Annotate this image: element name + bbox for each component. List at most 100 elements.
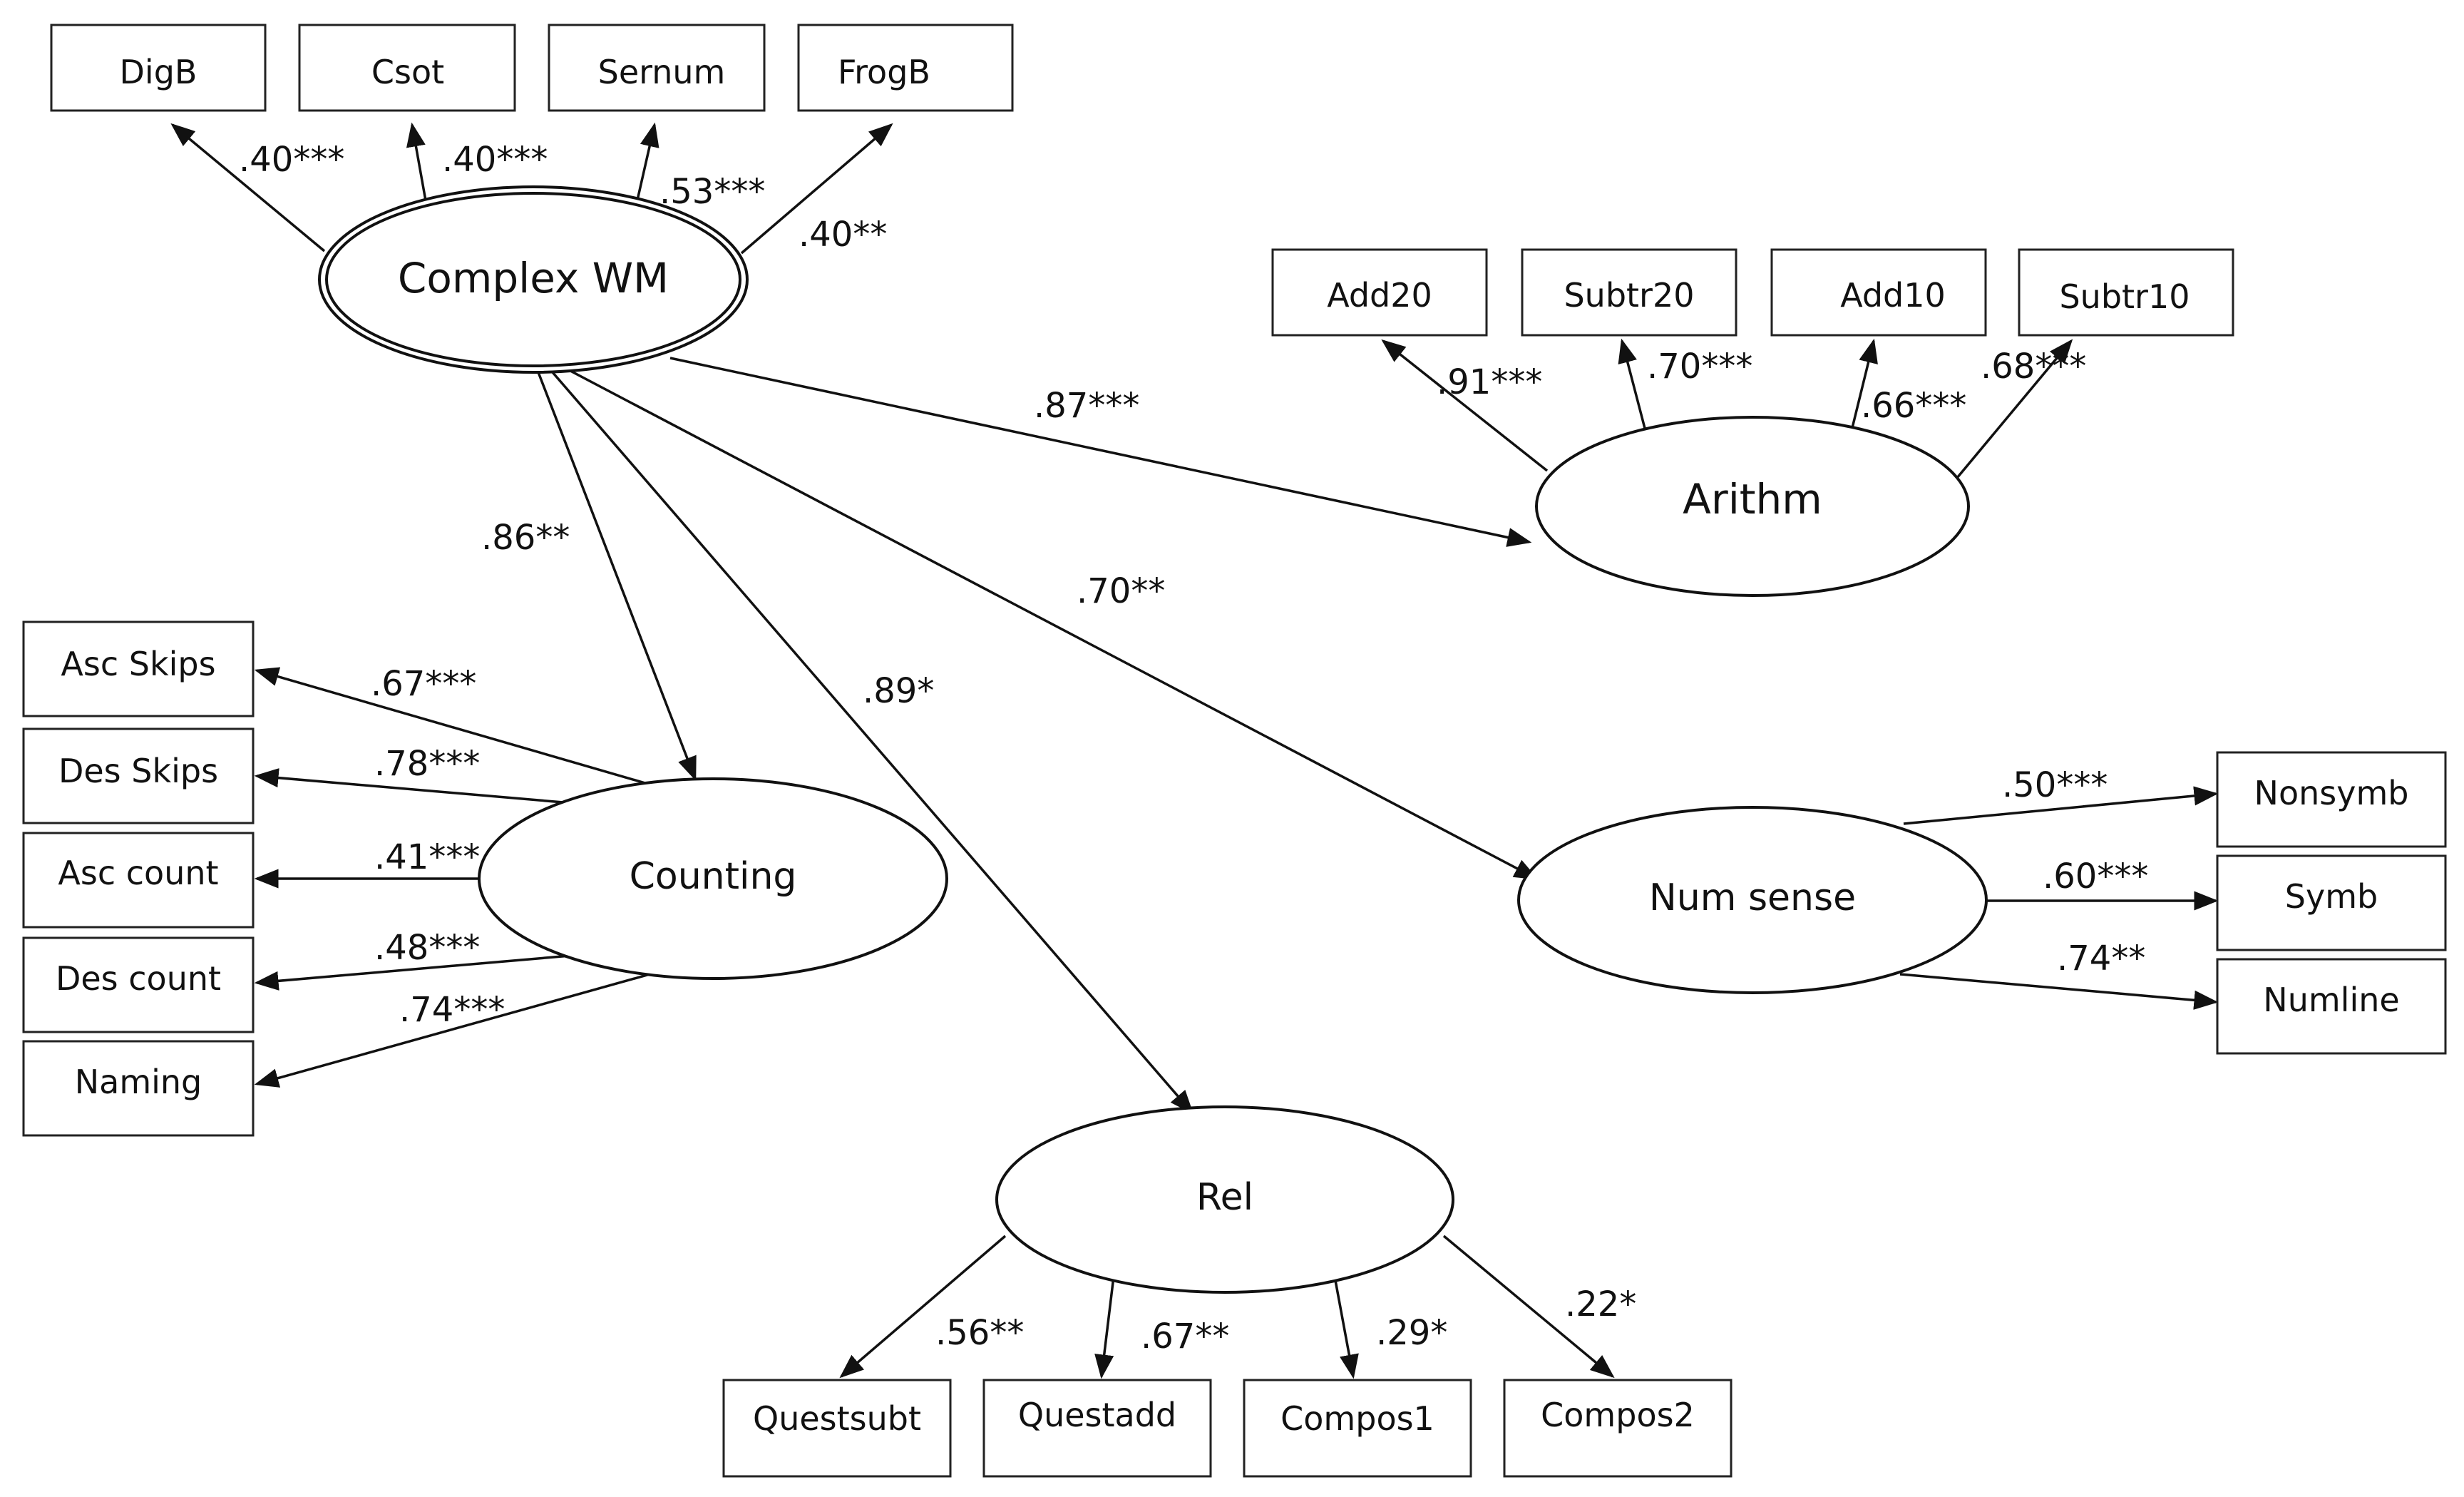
coef-rel-compos1: .29* — [1376, 1313, 1447, 1353]
arrow-rel-questadd — [1094, 1276, 1115, 1379]
label-digb: DigB — [120, 53, 197, 91]
arrow-numsense-numline — [1899, 973, 2219, 1010]
box-questsubt: Questsubt — [722, 1379, 952, 1478]
arrow-numsense-nonsymb — [1903, 786, 2219, 825]
coef-counting-asc-count: .41*** — [374, 837, 480, 877]
coef-arithm-add20: .91*** — [1437, 362, 1542, 402]
arrow-counting-asc-skips — [254, 667, 646, 785]
label-nonsymb: Nonsymb — [2254, 774, 2409, 812]
box-asc-skips: Asc Skips — [22, 620, 255, 717]
arrow-arithm-add10 — [1849, 338, 1878, 437]
box-des-skips: Des Skips — [22, 727, 255, 824]
box-compos1: Compos1 — [1243, 1379, 1472, 1478]
arrow-counting-des-count — [254, 954, 571, 991]
box-asc-count: Asc count — [22, 832, 255, 929]
label-add20: Add20 — [1327, 276, 1432, 315]
latent-rel: Rel — [995, 1105, 1454, 1294]
coef-wm-csot: .40*** — [442, 140, 548, 180]
box-csot: Csot — [298, 24, 516, 112]
label-symb: Symb — [2285, 877, 2378, 916]
box-des-count: Des count — [22, 936, 255, 1033]
box-add20: Add20 — [1271, 248, 1488, 337]
coef-numsense-numline: .74** — [2057, 939, 2145, 979]
arrow-wm-counting — [537, 372, 697, 782]
label-asc-skips: Asc Skips — [61, 645, 215, 683]
coef-wm-rel: .89* — [863, 671, 934, 711]
label-sernum: Sernum — [598, 53, 726, 91]
box-frogb: FrogB — [797, 24, 1014, 112]
arrow-arithm-subtr20 — [1618, 338, 1648, 437]
arrow-rel-compos2 — [1442, 1235, 1615, 1379]
box-sernum: Sernum — [548, 24, 766, 112]
arrow-wm-arithm — [669, 357, 1532, 547]
box-naming: Naming — [22, 1040, 255, 1137]
latent-arithm: Arithm — [1535, 416, 1970, 597]
box-subtr10: Subtr10 — [2018, 248, 2234, 337]
coef-counting-des-skips: .78*** — [374, 744, 480, 784]
coef-arithm-add10: .66*** — [1861, 386, 1966, 426]
arrow-counting-des-skips — [254, 768, 564, 804]
latent-counting: Counting — [478, 777, 948, 980]
arrow-rel-compos1 — [1333, 1276, 1359, 1379]
latent-num-sense: Num sense — [1517, 806, 1988, 994]
box-questadd: Questadd — [982, 1379, 1212, 1478]
box-add10: Add10 — [1770, 248, 1987, 337]
label-frogb: FrogB — [838, 53, 930, 91]
box-nonsymb: Nonsymb — [2216, 751, 2447, 848]
coef-wm-numsense: .70** — [1077, 571, 1165, 611]
label-num-sense: Num sense — [1649, 877, 1856, 919]
label-add10: Add10 — [1840, 276, 1946, 315]
coef-wm-digb: .40*** — [239, 140, 344, 180]
coef-wm-sernum: .53*** — [659, 172, 765, 212]
arrow-counting-naming — [254, 972, 653, 1088]
arrow-rel-questsubt — [839, 1235, 1007, 1379]
coef-arithm-subtr20: .70*** — [1647, 347, 1752, 387]
coef-counting-des-count: .48*** — [374, 928, 480, 968]
coef-wm-arithm: .87*** — [1034, 386, 1139, 426]
box-compos2: Compos2 — [1503, 1379, 1732, 1478]
label-rel: Rel — [1196, 1176, 1253, 1219]
coef-counting-asc-skips: .67*** — [371, 664, 476, 704]
coef-wm-frogb: .40** — [799, 215, 887, 255]
coef-numsense-symb: .60*** — [2043, 857, 2148, 896]
arrow-arithm-add20 — [1381, 339, 1549, 472]
latent-complex-wm: Complex WM — [318, 185, 749, 374]
arrow-wm-rel — [551, 371, 1194, 1115]
indicator-boxes: DigB Csot Sernum FrogB Add20 Subtr20 Add… — [22, 24, 2447, 1478]
coef-wm-counting: .86** — [481, 518, 570, 558]
arrow-arithm-subtr10 — [1956, 339, 2073, 479]
label-subtr10: Subtr10 — [2059, 277, 2190, 316]
label-compos1: Compos1 — [1280, 1399, 1434, 1438]
label-naming: Naming — [75, 1063, 202, 1101]
coef-rel-questadd: .67** — [1141, 1317, 1229, 1357]
label-des-count: Des count — [56, 959, 221, 998]
label-des-skips: Des Skips — [58, 752, 218, 790]
coef-rel-questsubt: .56** — [935, 1313, 1024, 1353]
latent-ellipses: Complex WM Arithm Counting Num sense Rel — [318, 185, 1988, 1294]
label-questadd: Questadd — [1018, 1396, 1176, 1434]
label-arithm: Arithm — [1683, 475, 1822, 523]
arrow-wm-digb — [170, 123, 326, 252]
arrow-wm-frogb — [740, 123, 893, 255]
label-asc-count: Asc count — [58, 854, 218, 892]
label-compos2: Compos2 — [1541, 1396, 1695, 1434]
label-complex-wm: Complex WM — [398, 254, 669, 302]
label-counting: Counting — [630, 855, 797, 898]
label-csot: Csot — [371, 53, 444, 91]
coef-rel-compos2: .22* — [1565, 1284, 1636, 1324]
coefficient-labels: .40*** .40*** .53*** .40** .87*** .86** … — [239, 140, 2148, 1357]
box-numline: Numline — [2216, 958, 2447, 1055]
label-questsubt: Questsubt — [753, 1399, 921, 1438]
coef-arithm-subtr10: .68*** — [1981, 347, 2086, 387]
box-symb: Symb — [2216, 854, 2447, 951]
box-subtr20: Subtr20 — [1521, 248, 1737, 337]
arrow-wm-numsense — [570, 369, 1539, 880]
box-digb: DigB — [50, 24, 267, 112]
path-arrows — [170, 122, 2219, 1379]
label-subtr20: Subtr20 — [1564, 276, 1694, 315]
coef-counting-naming: .74*** — [399, 990, 505, 1030]
arrow-wm-csot — [406, 122, 429, 213]
coef-numsense-nonsymb: .50*** — [2002, 765, 2108, 805]
label-numline: Numline — [2263, 981, 2399, 1019]
